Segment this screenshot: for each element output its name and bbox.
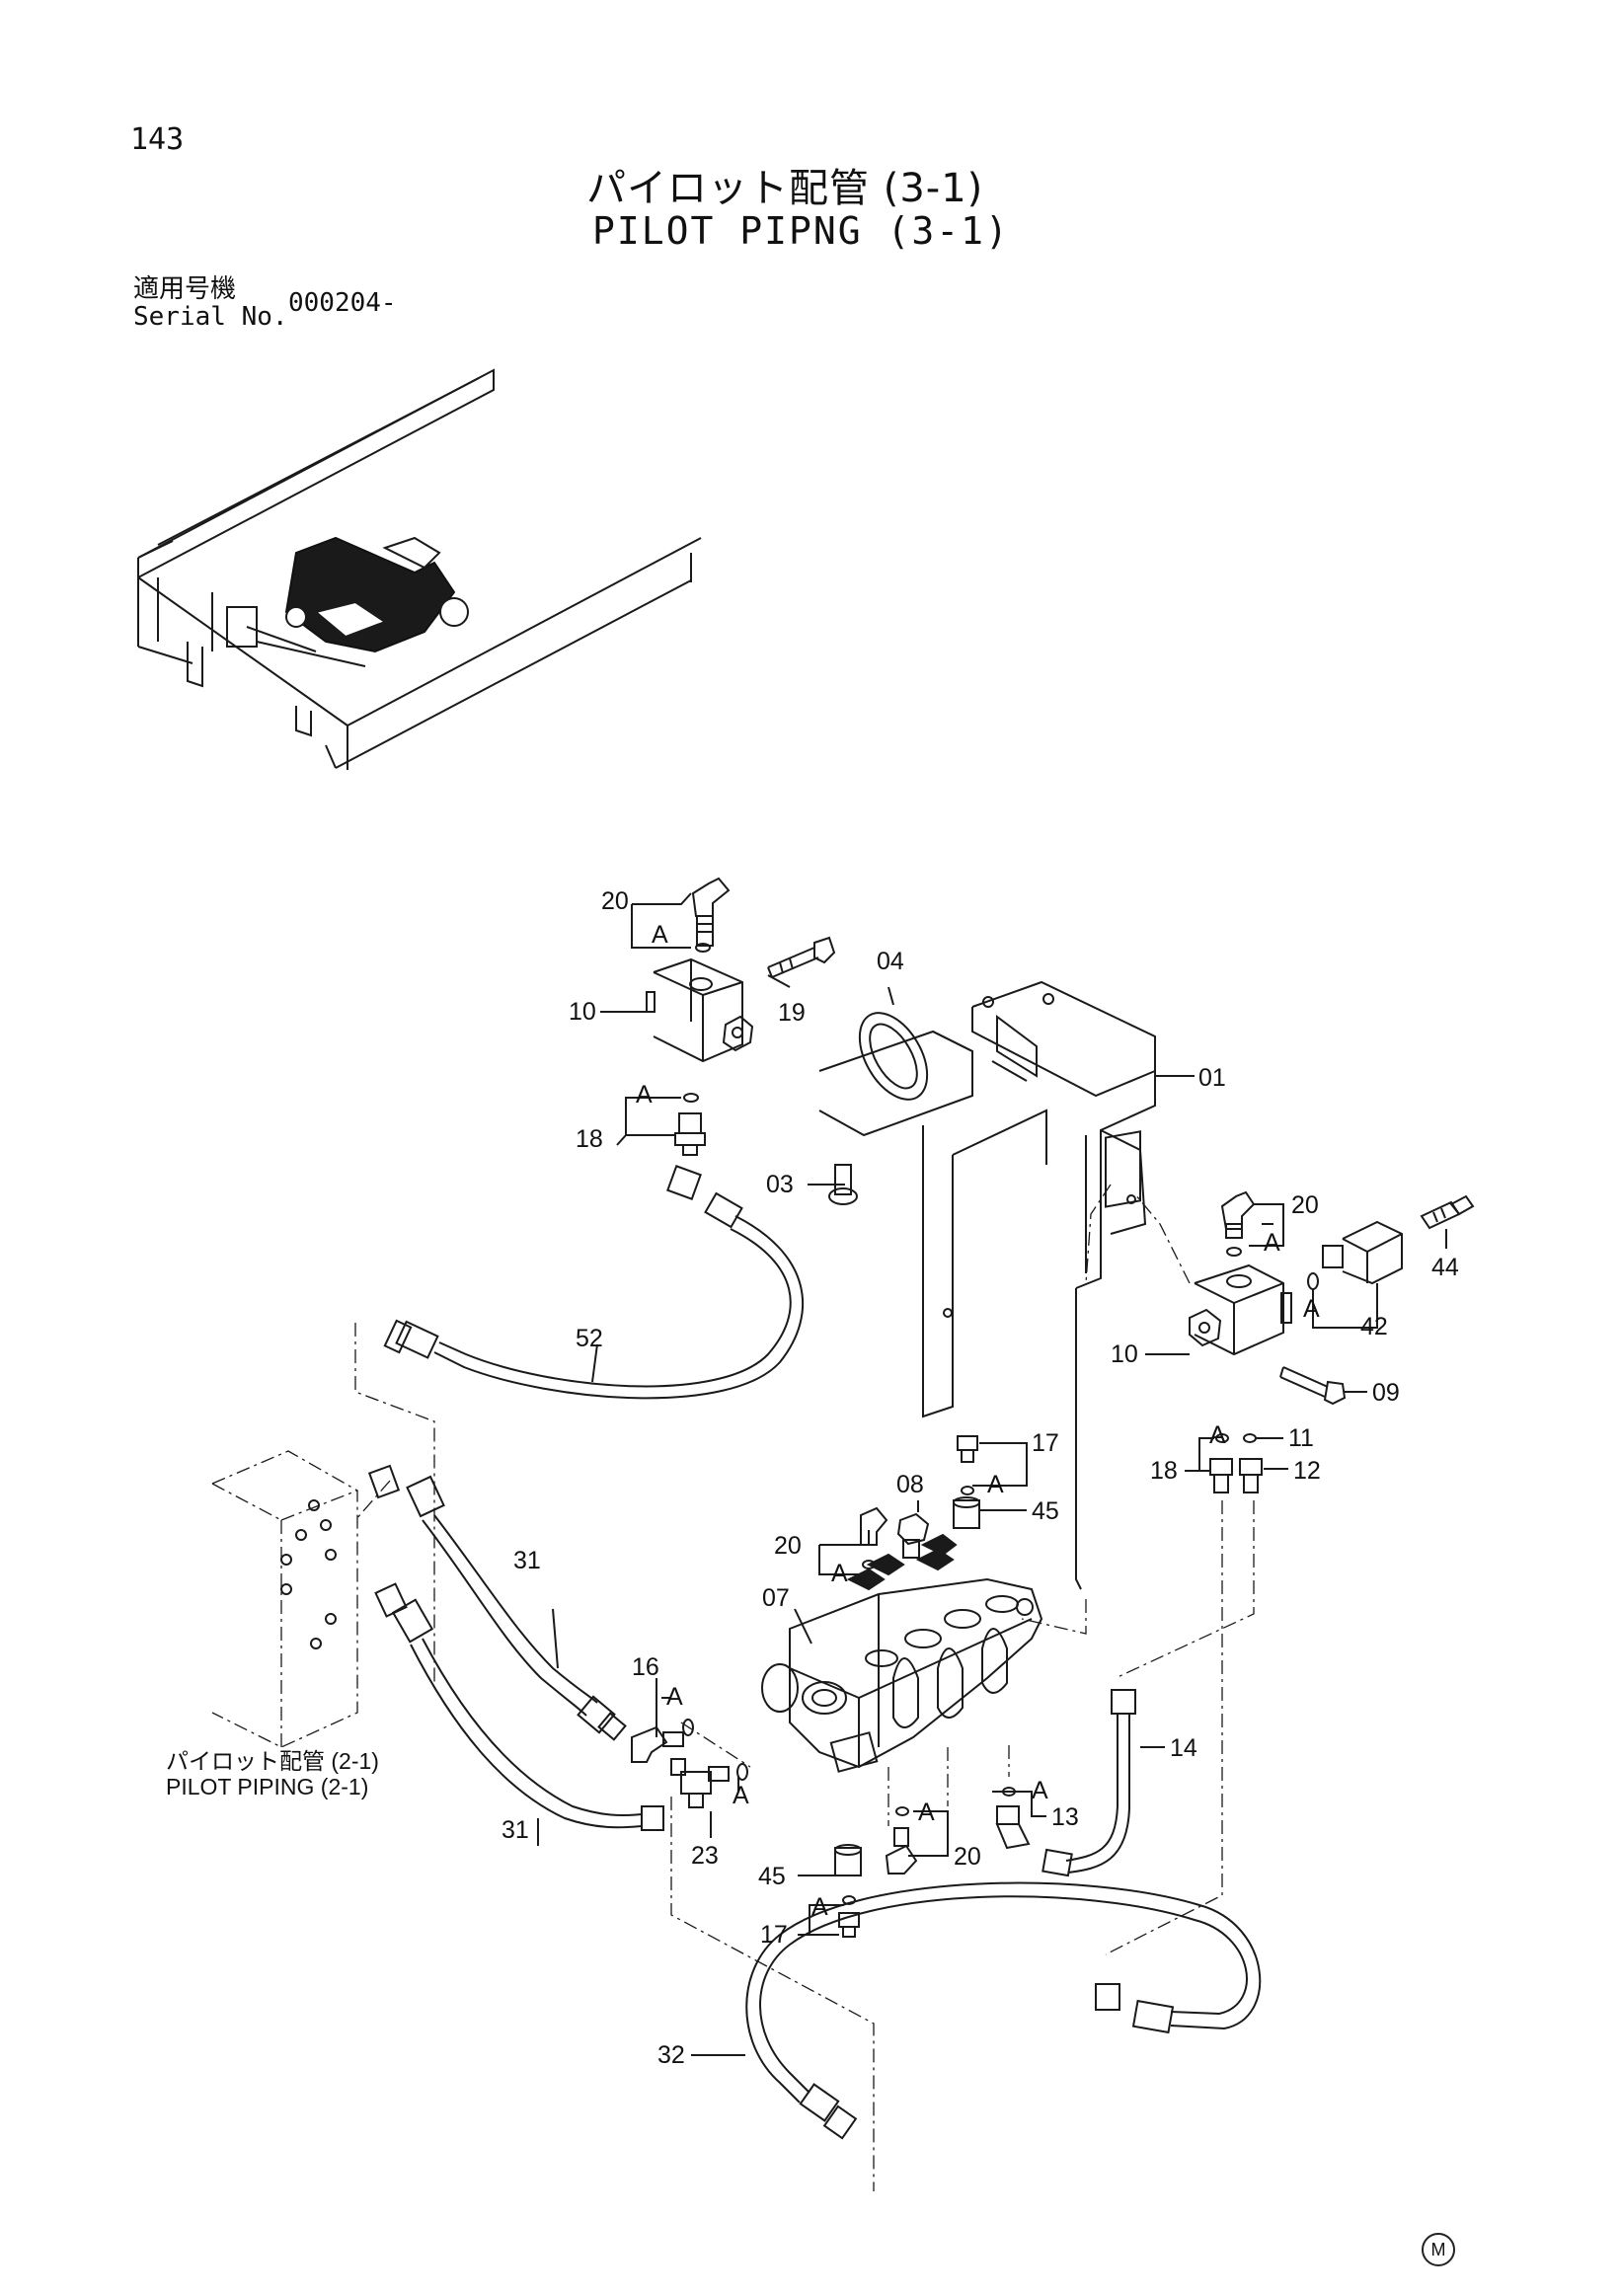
o-ring-17-upper [961, 1486, 974, 1495]
label-detail-a-9: A [733, 1782, 749, 1809]
bolt-03 [828, 1164, 858, 1205]
label-part-20-upper: 20 [601, 887, 629, 915]
pilot-valve-block-reference [211, 1450, 358, 1748]
label-part-03: 03 [766, 1171, 794, 1198]
corner-mark-circled: M [1422, 2233, 1455, 2266]
o-ring-11-left [1215, 1433, 1229, 1443]
label-detail-a-1: A [652, 921, 668, 949]
label-part-13: 13 [1051, 1803, 1079, 1831]
elbow-fitting-20-mid [860, 1506, 888, 1546]
label-part-19: 19 [778, 999, 806, 1027]
label-part-20-right: 20 [1291, 1191, 1319, 1219]
hose-14 [1041, 1689, 1136, 1877]
label-part-08: 08 [896, 1471, 924, 1498]
grommet-04 [858, 1012, 929, 1101]
tee-fitting-23 [670, 1758, 730, 1808]
o-ring-20-lower [895, 1806, 909, 1816]
o-ring-20-mid [862, 1560, 876, 1569]
cross-reference-japanese: パイロット配管 (2-1) [166, 1748, 379, 1774]
label-part-45-lower: 45 [758, 1863, 786, 1890]
fitting-44 [1420, 1194, 1475, 1230]
title-japanese: パイロット配管 (3-1) [586, 166, 984, 211]
control-valve-07 [761, 1533, 1043, 1773]
plug-45-lower [834, 1844, 862, 1876]
label-detail-a-6: A [1209, 1421, 1226, 1449]
relief-valve-42 [1322, 1220, 1403, 1285]
label-part-12: 12 [1293, 1457, 1321, 1485]
label-part-07: 07 [762, 1584, 790, 1612]
label-detail-a-12: A [811, 1893, 828, 1921]
label-part-44: 44 [1431, 1254, 1459, 1281]
label-part-23: 23 [691, 1842, 719, 1870]
serial-label-japanese: 適用号機 [133, 274, 237, 304]
elbow-fitting-20-upper [691, 877, 731, 947]
o-ring-upper-b [683, 1093, 699, 1103]
label-part-32: 32 [657, 2041, 685, 2069]
label-detail-a-5: A [987, 1471, 1004, 1498]
label-detail-a-7: A [831, 1560, 848, 1587]
label-part-10-right: 10 [1111, 1340, 1138, 1368]
hose-52 [383, 1165, 805, 1400]
elbow-fitting-13 [995, 1805, 1031, 1850]
plug-17-upper [957, 1435, 978, 1463]
label-detail-a-8: A [666, 1683, 683, 1711]
label-part-01: 01 [1198, 1064, 1226, 1092]
valve-block-10-upper [646, 957, 754, 1063]
hose-31-upper [367, 1464, 627, 1741]
o-ring-11-right [1243, 1433, 1257, 1443]
label-part-14: 14 [1170, 1734, 1197, 1762]
label-part-31-lower: 31 [501, 1816, 529, 1844]
label-detail-a-11: A [918, 1799, 935, 1826]
bolt-19 [767, 936, 836, 978]
label-part-52: 52 [576, 1325, 603, 1352]
label-part-09: 09 [1372, 1379, 1400, 1407]
elbow-fitting-20-lower [885, 1827, 918, 1875]
label-part-18-right: 18 [1150, 1457, 1178, 1485]
o-ring-upper-a [695, 943, 711, 953]
callout-leaders [537, 892, 1447, 2056]
adapter-18-right [1209, 1458, 1233, 1493]
o-ring-17-lower [842, 1895, 856, 1905]
page-number: 143 [130, 122, 185, 157]
serial-value: 000204- [288, 288, 397, 318]
label-part-16: 16 [632, 1653, 659, 1681]
elbow-fitting-20-right [1220, 1190, 1256, 1239]
label-part-10-upper: 10 [569, 998, 596, 1026]
o-ring-16 [682, 1719, 694, 1736]
hose-32 [745, 1881, 1262, 2140]
hose-31-lower [374, 1582, 664, 1831]
label-part-20-mid: 20 [774, 1532, 802, 1560]
serial-label-english: Serial No. [133, 302, 288, 332]
label-part-45-upper: 45 [1032, 1497, 1059, 1525]
valve-block-10-right [1189, 1263, 1292, 1356]
label-part-11: 11 [1288, 1424, 1314, 1452]
label-detail-a-4: A [1303, 1295, 1320, 1323]
label-detail-a-2: A [636, 1081, 653, 1109]
plug-45-upper [953, 1496, 980, 1529]
adapter-18-upper [674, 1112, 706, 1156]
label-part-42: 42 [1360, 1313, 1388, 1340]
label-detail-a-10: A [1032, 1777, 1048, 1804]
adapter-12-right [1239, 1458, 1263, 1493]
cross-reference-english: PILOT PIPING (2-1) [166, 1774, 369, 1799]
label-part-04: 04 [877, 948, 904, 975]
overview-frame-sketch [137, 368, 702, 770]
bolt-08 [896, 1512, 930, 1559]
label-part-17-upper: 17 [1032, 1429, 1059, 1457]
connection-lines [354, 1184, 1255, 2191]
title-english: PILOT PIPNG (3-1) [592, 209, 1010, 253]
o-ring-right-a [1226, 1247, 1242, 1257]
o-ring-23 [736, 1763, 748, 1781]
label-part-18-upper: 18 [576, 1125, 603, 1153]
label-part-31-upper: 31 [513, 1547, 541, 1574]
o-ring-right-b [1307, 1272, 1319, 1290]
label-detail-a-3: A [1264, 1229, 1280, 1257]
label-part-20-lower: 20 [954, 1843, 981, 1871]
label-part-17-lower: 17 [760, 1921, 788, 1949]
bolt-09 [1279, 1366, 1347, 1406]
